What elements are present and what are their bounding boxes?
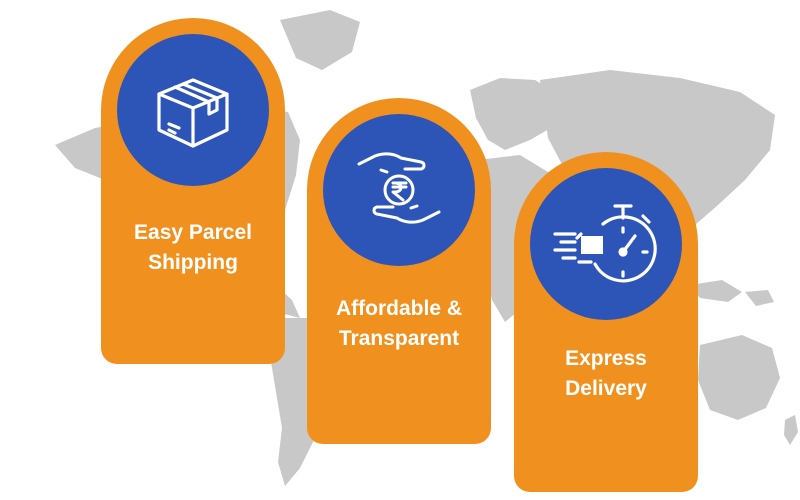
feature-label-line2: Delivery xyxy=(565,377,647,400)
parcel-box-icon xyxy=(157,78,229,148)
feature-label-line1: Easy Parcel xyxy=(134,221,252,244)
icon-circle xyxy=(323,114,475,266)
feature-card-express-delivery: Express Delivery xyxy=(514,152,698,492)
icon-circle xyxy=(117,34,269,186)
feature-label-line1: Affordable & xyxy=(336,297,462,320)
stopwatch-delivery-icon xyxy=(553,204,657,283)
feature-label-line2: Transparent xyxy=(338,327,460,350)
rupee-hand-icon xyxy=(357,152,441,224)
feature-label: Express Delivery xyxy=(514,344,698,404)
feature-label-line2: Shipping xyxy=(148,251,238,274)
feature-label: Easy Parcel Shipping xyxy=(101,218,285,278)
icon-circle xyxy=(530,168,682,320)
feature-label-line1: Express xyxy=(565,347,647,370)
feature-label: Affordable & Transparent xyxy=(307,294,491,354)
feature-card-affordable-transparent: Affordable & Transparent xyxy=(307,98,491,444)
feature-card-easy-parcel-shipping: Easy Parcel Shipping xyxy=(101,18,285,364)
